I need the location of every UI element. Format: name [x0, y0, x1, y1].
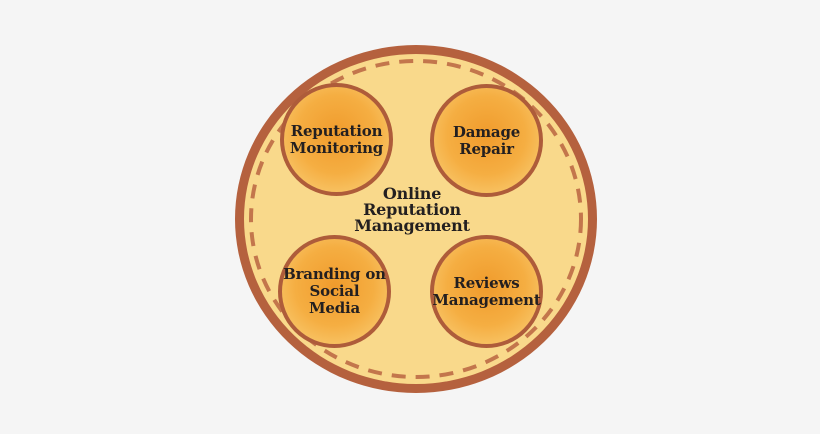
node-reputation-monitoring: Reputation Monitoring	[280, 83, 393, 196]
node-reviews-management: Reviews Management	[430, 235, 543, 348]
node-branding-on-social-media: Branding on Social Media	[278, 235, 391, 348]
node-label-damage-repair: Damage Repair	[452, 122, 521, 158]
node-label-reputation-monitoring: Reputation Monitoring	[289, 121, 384, 157]
node-label-branding-on-social-media: Branding on Social Media	[283, 265, 386, 317]
diagram-title: Online Reputation Management	[354, 184, 470, 235]
node-damage-repair: Damage Repair	[430, 84, 543, 197]
node-label-reviews-management: Reviews Management	[432, 273, 541, 309]
